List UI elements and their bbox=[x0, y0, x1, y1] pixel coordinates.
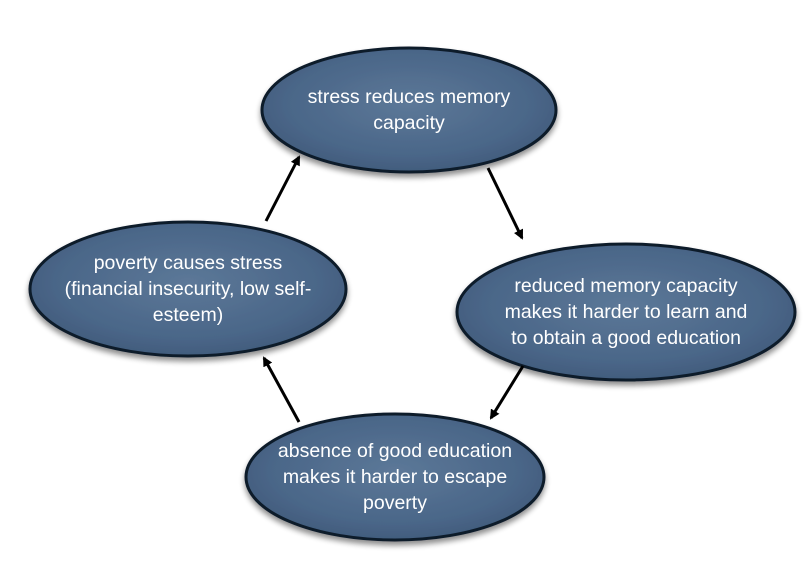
node-bottom-label: absence of good education makes it harde… bbox=[277, 440, 513, 514]
arrow-top-to-right bbox=[486, 167, 524, 240]
node-left-ellipse bbox=[28, 220, 348, 358]
node-absence-of-education: absence of good education makes it harde… bbox=[246, 414, 544, 540]
arrow-bottom-to-left bbox=[262, 356, 301, 423]
node-poverty-causes-stress: poverty causes stress (financial insecur… bbox=[30, 222, 346, 356]
node-right-ellipse bbox=[455, 242, 797, 382]
arrow-left-to-top bbox=[264, 155, 301, 222]
node-stress-reduces-memory: stress reduces memory capacity bbox=[262, 48, 556, 172]
node-right-label: reduced memory capacity makes it harder … bbox=[504, 275, 748, 349]
arrow-right-to-bottom bbox=[489, 365, 525, 420]
node-reduced-memory-capacity: reduced memory capacity makes it harder … bbox=[457, 244, 795, 380]
node-left-label: poverty causes stress (financial insecur… bbox=[64, 252, 312, 326]
node-top-ellipse bbox=[260, 46, 558, 174]
node-bottom-ellipse bbox=[244, 412, 546, 542]
node-top-label: stress reduces memory capacity bbox=[307, 86, 511, 134]
